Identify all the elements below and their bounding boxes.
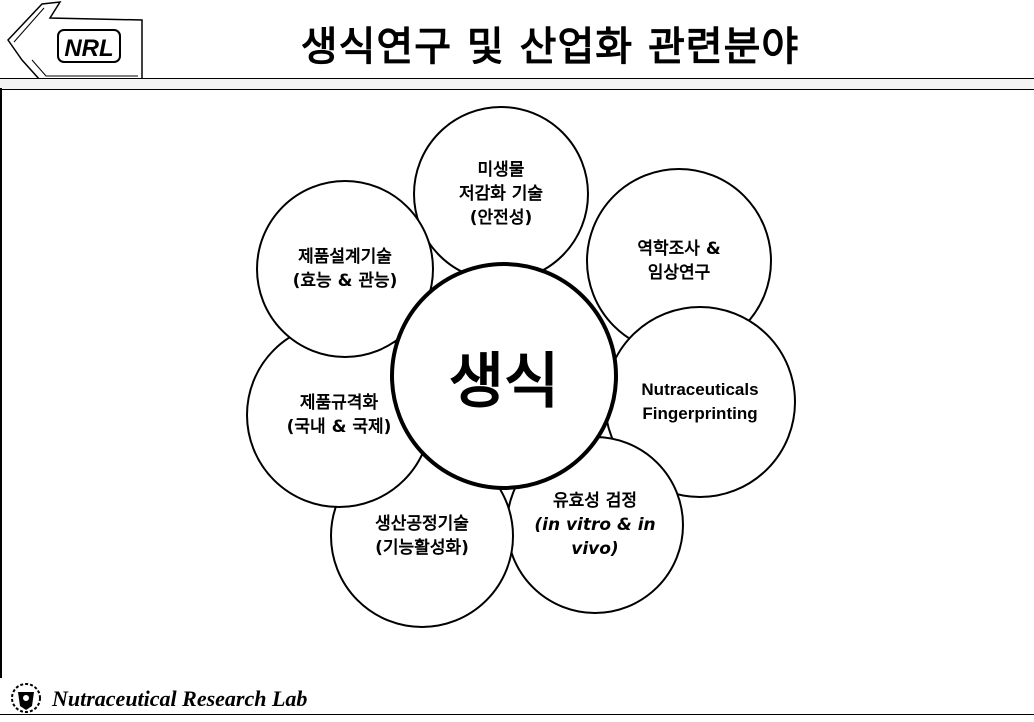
petal-bottom-right-line-1: 유효성 검정 — [552, 491, 638, 511]
petal-bottom-right-line-2: (in vitro & in vivo) — [534, 515, 656, 559]
petal-left-line-2: (국내 & 국제) — [286, 417, 392, 437]
footer-divider — [0, 714, 1034, 715]
petal-top-left: 제품설계기술 (효능 & 관능) — [256, 180, 434, 358]
petal-top-line-1: 미생물 — [477, 160, 525, 180]
petal-top-right-line-2: 임상연구 — [647, 263, 711, 283]
petal-right-line-1: Nutraceuticals — [641, 380, 759, 399]
petal-right-line-2: Fingerprinting — [642, 404, 758, 423]
petal-top-right-line-1: 역학조사 & — [637, 239, 721, 259]
header-divider — [0, 78, 1034, 90]
petal-top: 미생물 저감화 기술 (안전성) — [413, 106, 589, 282]
petal-top-left-line-1: 제품설계기술 — [298, 247, 392, 267]
petal-top-left-line-2: (효능 & 관능) — [292, 271, 398, 291]
left-border — [0, 88, 2, 678]
page-title: 생식연구 및 산업화 관련분야 — [300, 24, 800, 70]
nrl-logo: NRL — [7, 1, 143, 81]
petal-top-line-2: 저감화 기술 — [458, 184, 544, 204]
footer-lab-name: Nutraceutical Research Lab — [52, 686, 308, 711]
petal-top-line-3: (안전성) — [469, 208, 533, 228]
lab-emblem-icon — [11, 683, 41, 713]
petal-left-line-1: 제품규격화 — [299, 393, 379, 413]
logo-text: NRL — [64, 35, 113, 62]
petal-bottom-line-2: (기능활성화) — [375, 538, 469, 558]
center-node: 생식 — [390, 262, 618, 490]
petal-bottom-line-1: 생산공정기술 — [375, 514, 469, 534]
